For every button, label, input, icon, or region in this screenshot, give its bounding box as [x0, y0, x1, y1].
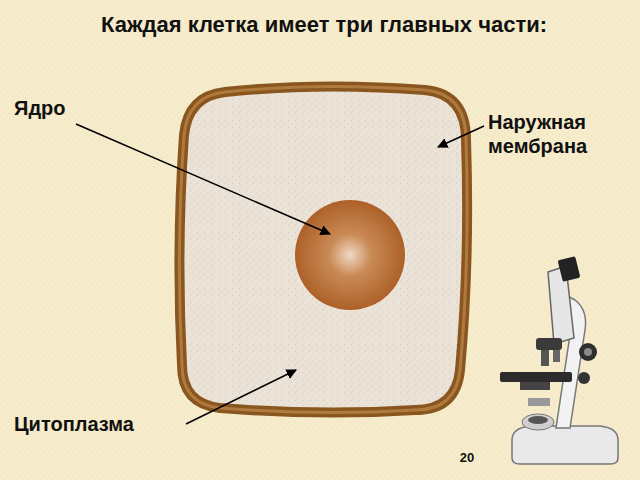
part-label: Цитоплазма [14, 412, 184, 436]
membrane-highlight [179, 86, 467, 412]
leader-line [186, 370, 296, 424]
part-label: Ядро [14, 96, 134, 120]
leader-line [76, 124, 330, 234]
microscope-icon [500, 256, 618, 464]
cell-nucleus [295, 200, 405, 310]
page-number: 20 [452, 450, 482, 466]
leader-line [438, 126, 484, 147]
title: Каждая клетка имеет три главных части: [4, 12, 640, 38]
cell-membrane [179, 86, 467, 412]
part-label: Наружная мембрана [488, 110, 624, 158]
